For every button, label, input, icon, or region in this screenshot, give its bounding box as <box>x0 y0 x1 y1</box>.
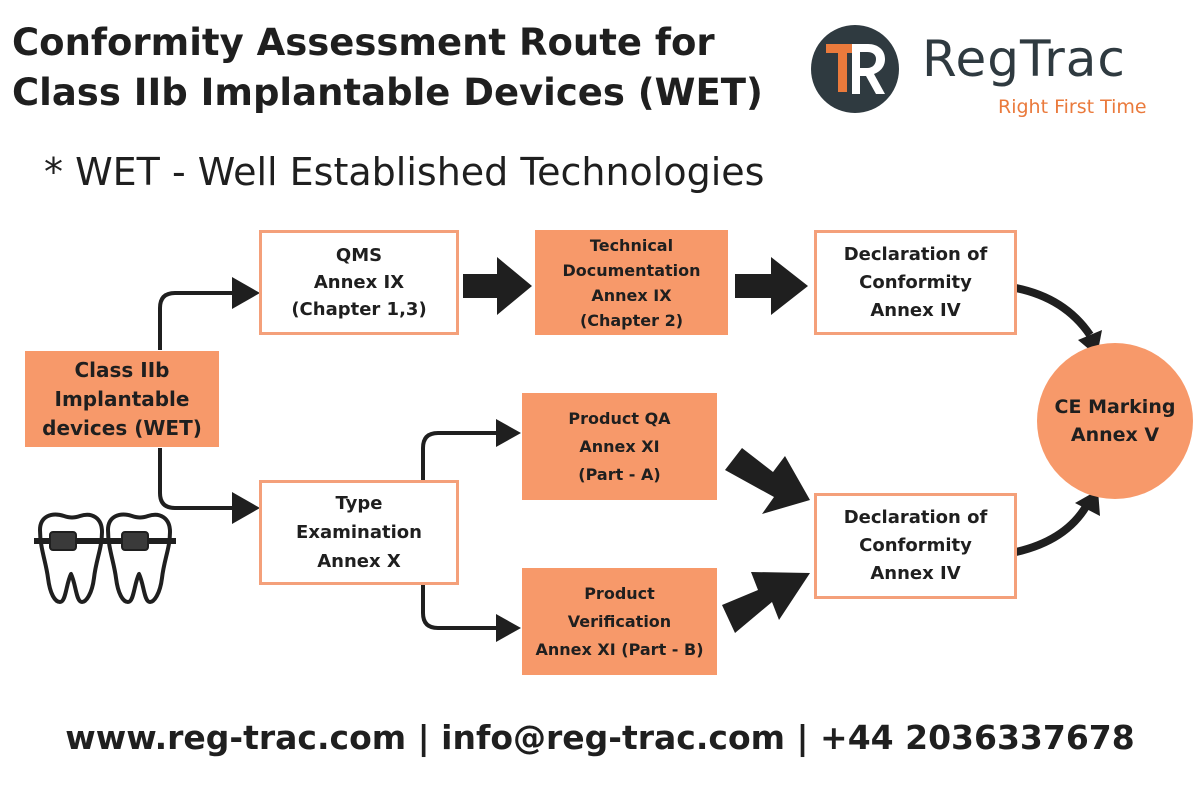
block-arrow-product-qa-to-doc <box>725 448 810 514</box>
regtrac-logo: RegTrac Right First Time <box>810 24 1190 124</box>
ce-marking-circle: CE Marking Annex V <box>1037 343 1193 499</box>
product-verification-box: Product Verification Annex XI (Part - B) <box>522 568 717 675</box>
logo-name: RegTrac <box>922 30 1126 88</box>
start-line-3: devices (WET) <box>42 415 202 440</box>
subtitle: * WET - Well Established Technologies <box>44 150 765 194</box>
doc-top-line-1: Declaration of <box>843 243 988 265</box>
doc-bottom-line-1: Declaration of <box>843 507 988 528</box>
start-line-2: Implantable <box>54 386 190 411</box>
connector-type-to-product-verification <box>421 584 496 630</box>
qms-box: QMS Annex IX (Chapter 1,3) <box>259 230 459 335</box>
block-arrow-qms-to-techdoc <box>463 257 532 315</box>
page-title-line-2: Class IIb Implantable Devices (WET) <box>12 71 763 114</box>
block-arrow-techdoc-to-doc <box>735 257 808 315</box>
start-line-1: Class IIb <box>74 357 170 382</box>
qms-line-1: QMS <box>335 245 383 266</box>
doc-top-line-3: Annex IV <box>870 299 961 321</box>
start-box: Class IIb Implantable devices (WET) <box>25 351 219 447</box>
arrowhead-product-qa <box>496 419 521 447</box>
product-verification-line-2: Verification <box>567 611 672 631</box>
curved-arrow-doc-bottom-to-ce <box>1015 501 1092 556</box>
techdoc-line-4: (Chapter 2) <box>579 310 684 330</box>
techdoc-line-2: Documentation <box>562 260 701 280</box>
doc-top-line-2: Conformity <box>859 271 972 293</box>
doc-bottom-line-3: Annex IV <box>870 563 961 584</box>
techdoc-line-1: Technical <box>589 235 674 255</box>
arrowhead-product-verification <box>496 614 521 642</box>
technical-documentation-box: Technical Documentation Annex IX (Chapte… <box>535 230 728 335</box>
product-qa-line-3: (Part - A) <box>578 464 661 484</box>
declaration-of-conformity-top-box: Declaration of Conformity Annex IV <box>814 230 1017 335</box>
arrowhead-ce-bottom <box>1075 490 1100 516</box>
product-qa-line-1: Product QA <box>568 408 671 428</box>
connector-start-to-qms <box>158 291 232 350</box>
ce-line-1: CE Marking <box>1054 396 1176 418</box>
type-examination-box: Type Examination Annex X <box>259 480 459 585</box>
ce-line-2: Annex V <box>1070 424 1160 446</box>
product-qa-box: Product QA Annex XI (Part - A) <box>522 393 717 500</box>
block-arrow-product-verification-to-doc <box>722 572 810 633</box>
techdoc-line-3: Annex IX <box>591 285 672 305</box>
connector-start-to-type-exam <box>158 448 232 510</box>
arrowhead-qms <box>232 277 260 309</box>
product-verification-line-1: Product <box>584 583 655 603</box>
logo-tagline: Right First Time <box>998 96 1147 118</box>
arrowhead-type-exam <box>232 492 260 524</box>
qms-line-3: (Chapter 1,3) <box>291 299 427 320</box>
footer-contact: www.reg-trac.com | info@reg-trac.com | +… <box>65 718 1135 757</box>
declaration-of-conformity-bottom-box: Declaration of Conformity Annex IV <box>814 493 1017 599</box>
qms-line-2: Annex IX <box>313 272 405 293</box>
page-title-line-1: Conformity Assessment Route for <box>12 21 715 64</box>
product-qa-line-2: Annex XI <box>579 436 660 456</box>
teeth-with-braces-icon <box>34 512 176 604</box>
curved-arrow-doc-top-to-ce <box>1015 284 1094 338</box>
product-verification-line-3: Annex XI (Part - B) <box>535 639 704 659</box>
regtrac-logo-icon <box>811 25 899 113</box>
title-block: Conformity Assessment Route for Class II… <box>12 18 763 118</box>
type-exam-line-1: Type <box>335 493 383 514</box>
connector-type-to-product-qa <box>421 431 496 482</box>
type-exam-line-3: Annex X <box>317 551 401 572</box>
doc-bottom-line-2: Conformity <box>859 535 972 556</box>
type-exam-line-2: Examination <box>296 522 422 543</box>
